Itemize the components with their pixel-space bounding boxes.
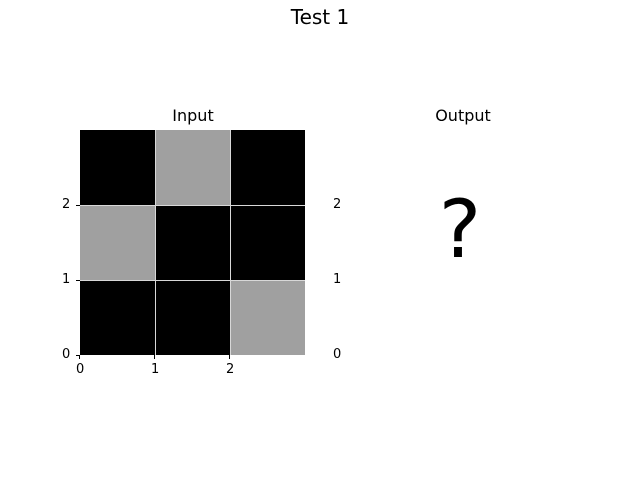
output-y-tick-label: 2 bbox=[333, 197, 342, 212]
output-y-tick-label: 0 bbox=[333, 347, 342, 362]
figure-title: Test 1 bbox=[290, 5, 350, 29]
y-tick-label: 2 bbox=[62, 197, 71, 212]
x-tickmark bbox=[79, 355, 80, 359]
gridline-horizontal bbox=[80, 280, 305, 281]
grid-cell bbox=[155, 280, 230, 355]
grid-cell bbox=[80, 280, 155, 355]
grid-cell bbox=[155, 130, 230, 205]
grid-cell bbox=[155, 205, 230, 280]
grid-cell bbox=[80, 130, 155, 205]
output-y-tick-label: 1 bbox=[333, 272, 342, 287]
question-mark-icon: ? bbox=[438, 183, 482, 276]
y-tick-label: 0 bbox=[62, 347, 71, 362]
grid-cell bbox=[80, 205, 155, 280]
y-tick-label: 1 bbox=[62, 272, 71, 287]
x-tick-label: 2 bbox=[226, 362, 235, 377]
output-title: Output bbox=[435, 106, 491, 125]
grid-cell bbox=[230, 130, 305, 205]
gridline-vertical bbox=[155, 130, 156, 355]
x-tickmark bbox=[154, 355, 155, 359]
grid-cell bbox=[230, 205, 305, 280]
x-tickmark bbox=[229, 355, 230, 359]
input-title: Input bbox=[172, 106, 214, 125]
y-tickmark bbox=[76, 355, 80, 356]
gridline-vertical bbox=[230, 130, 231, 355]
input-grid bbox=[80, 130, 305, 355]
y-tickmark bbox=[76, 205, 80, 206]
x-tick-label: 0 bbox=[76, 362, 85, 377]
x-tick-label: 1 bbox=[151, 362, 160, 377]
grid-cell bbox=[230, 280, 305, 355]
y-tickmark bbox=[76, 280, 80, 281]
gridline-horizontal bbox=[80, 205, 305, 206]
